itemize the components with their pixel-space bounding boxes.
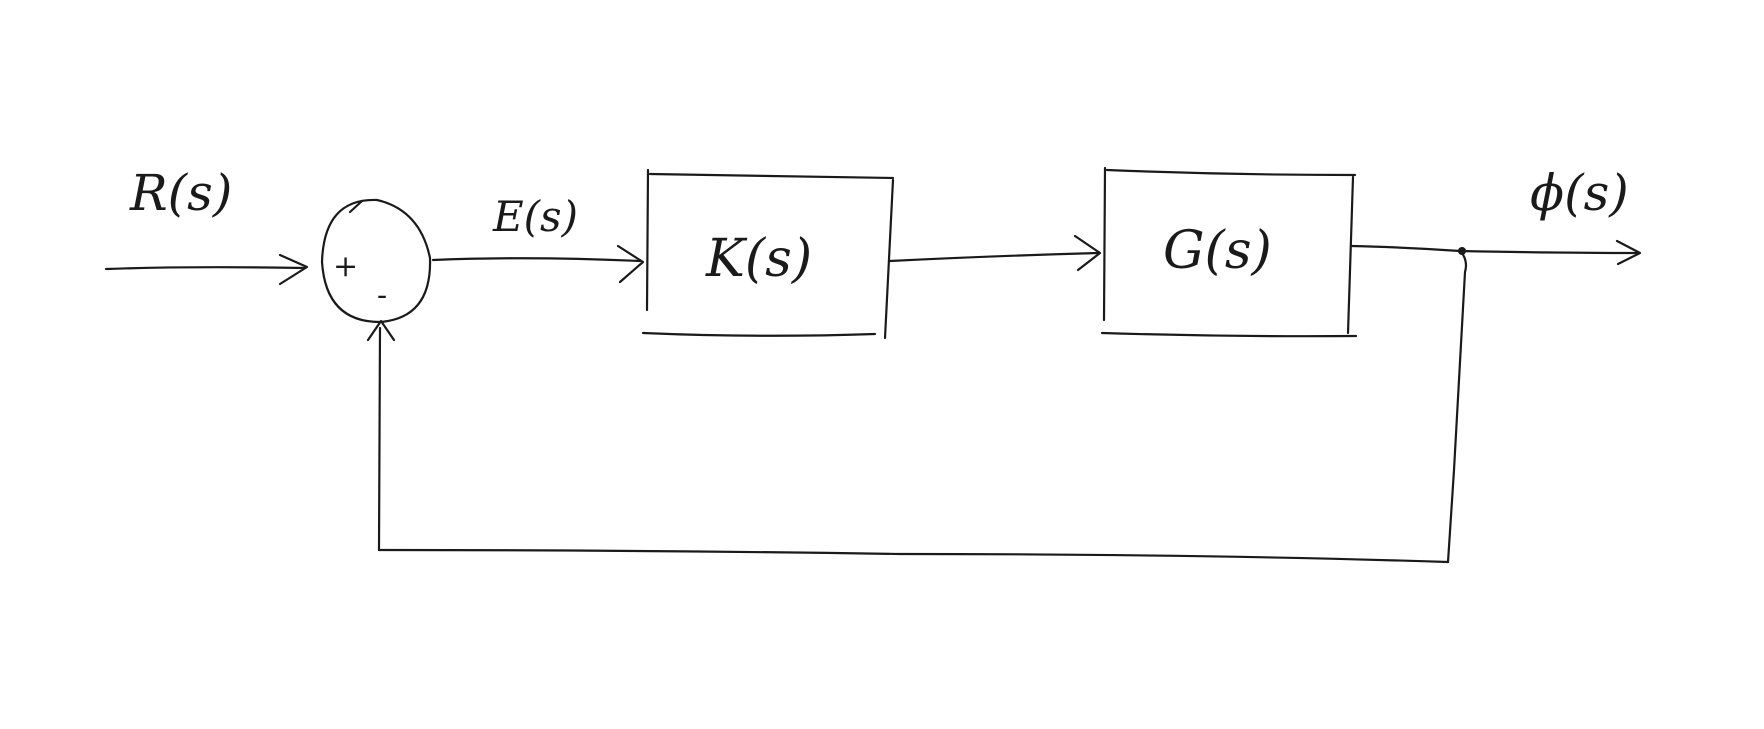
plus-sign: +: [333, 249, 358, 284]
plant-block: [1100, 166, 1358, 338]
controller-block: [641, 168, 895, 340]
forward-arrow: [888, 234, 1102, 272]
feedback-path: [366, 251, 1468, 564]
output-arrow: [1349, 239, 1642, 266]
controller-block-label: K(s): [705, 229, 812, 289]
error-arrow: [431, 244, 645, 284]
plant-block-label: G(s): [1163, 221, 1272, 281]
takeoff-point: [1458, 247, 1466, 255]
input-signal-label: R(s): [129, 164, 232, 222]
minus-sign: -: [377, 278, 387, 313]
error-signal-label: E(s): [492, 192, 578, 241]
input-arrow: [104, 253, 309, 286]
output-signal-label: ϕ(s): [1530, 164, 1629, 222]
